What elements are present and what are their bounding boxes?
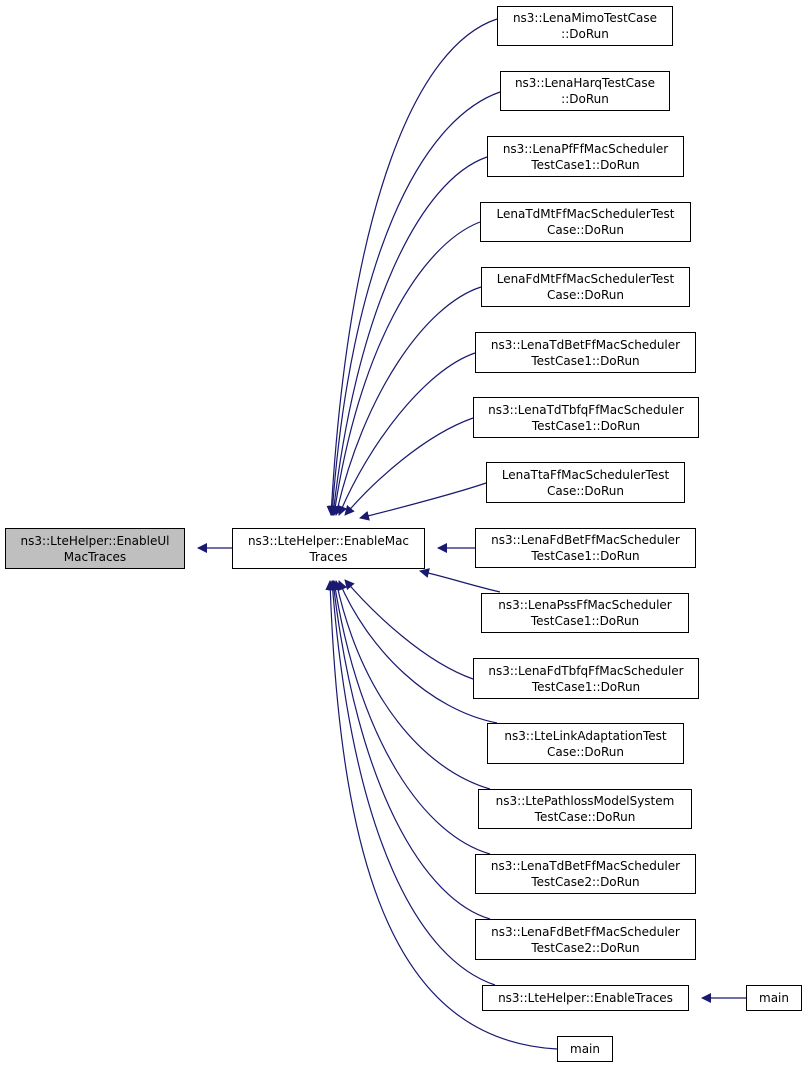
- edge-main-bottom-to-enable-mac: [325, 580, 558, 1050]
- edge-pathloss-to-enable-mac: [333, 580, 491, 790]
- node-lte-link-adaptation-test-line1: ns3::LteLinkAdaptationTest: [504, 728, 667, 743]
- edge-pss-to-enable-mac: [419, 568, 501, 593]
- node-lena-pss-scheduler-test1-line1: ns3::LenaPssFfMacScheduler: [498, 598, 672, 612]
- edge-tdtbfq-to-enable-mac: [344, 417, 474, 516]
- node-lena-harq-test-case[interactable]: ns3::LenaHarqTestCase ::DoRun: [500, 71, 670, 111]
- node-enable-ul-mac-traces-line1: ns3::LteHelper::EnableUl: [20, 533, 170, 548]
- node-lena-mimo-test-case-line2: ::DoRun: [561, 27, 609, 41]
- node-enable-mac-traces[interactable]: ns3::LteHelper::EnableMac Traces: [232, 528, 425, 569]
- node-lena-fd-bet-scheduler-test1-line2: TestCase1::DoRun: [531, 549, 640, 563]
- node-lena-pf-scheduler-test-line2: TestCase1::DoRun: [531, 157, 640, 172]
- node-lena-pf-scheduler-test[interactable]: ns3::LenaPfFfMacScheduler TestCase1::DoR…: [487, 136, 684, 177]
- node-lte-link-adaptation-test[interactable]: ns3::LteLinkAdaptationTest Case::DoRun: [487, 723, 684, 764]
- node-enable-ul-mac-traces: ns3::LteHelper::EnableUl MacTraces: [5, 528, 185, 569]
- edge-enable-traces-to-enable-mac: [327, 580, 496, 986]
- node-lena-fd-tbfq-scheduler-test1-line2: TestCase1::DoRun: [531, 679, 641, 694]
- node-lte-pathloss-model-system-test-line2: TestCase::DoRun: [534, 810, 636, 824]
- node-enable-traces-label: ns3::LteHelper::EnableTraces: [498, 991, 673, 1005]
- node-main-bottom-label: main: [570, 1042, 600, 1056]
- edge-pf-to-enable-mac: [329, 156, 488, 516]
- node-lena-harq-test-case-line1: ns3::LenaHarqTestCase: [514, 76, 656, 90]
- node-lena-mimo-test-case[interactable]: ns3::LenaMimoTestCase ::DoRun: [497, 6, 673, 46]
- edge-tdbet2-to-enable-mac: [330, 580, 491, 855]
- node-main-bottom[interactable]: main: [557, 1036, 613, 1062]
- node-lena-td-tbfq-scheduler-test1-line1: ns3::LenaTdTbfqFfMacScheduler: [488, 402, 684, 417]
- node-lena-td-bet-scheduler-test1-line2: TestCase1::DoRun: [531, 353, 640, 368]
- node-lena-fd-mt-scheduler-test-line2: Case::DoRun: [546, 288, 625, 302]
- edge-fdbet2-to-enable-mac: [329, 580, 491, 920]
- edge-mimo-to-enable-mac: [326, 18, 498, 516]
- node-lte-pathloss-model-system-test[interactable]: ns3::LtePathlossModelSystem TestCase::Do…: [478, 789, 692, 829]
- edge-linkadapt-to-enable-mac: [337, 580, 498, 724]
- node-lena-fd-tbfq-scheduler-test1[interactable]: ns3::LenaFdTbfqFfMacScheduler TestCase1:…: [473, 658, 699, 699]
- edge-fdtbfq-to-enable-mac: [344, 579, 474, 680]
- node-lena-pss-scheduler-test1[interactable]: ns3::LenaPssFfMacScheduler TestCase1::Do…: [481, 593, 689, 633]
- node-lena-td-mt-scheduler-test-line1: LenaTdMtFfMacSchedulerTest: [496, 207, 675, 221]
- node-lena-harq-test-case-line2: ::DoRun: [561, 92, 609, 106]
- node-lena-fd-bet-scheduler-test2[interactable]: ns3::LenaFdBetFfMacScheduler TestCase2::…: [475, 919, 696, 960]
- node-lena-td-tbfq-scheduler-test1[interactable]: ns3::LenaTdTbfqFfMacScheduler TestCase1:…: [473, 397, 699, 438]
- node-enable-ul-mac-traces-line2: MacTraces: [63, 549, 127, 564]
- edge-tta-to-enable-mac: [359, 482, 487, 521]
- node-lena-fd-tbfq-scheduler-test1-line1: ns3::LenaFdTbfqFfMacScheduler: [488, 663, 684, 678]
- node-lte-pathloss-model-system-test-line1: ns3::LtePathlossModelSystem: [495, 794, 675, 808]
- node-lena-td-bet-scheduler-test2[interactable]: ns3::LenaTdBetFfMacScheduler TestCase2::…: [475, 854, 696, 894]
- node-enable-mac-traces-line2: Traces: [309, 549, 348, 564]
- edge-harq-to-enable-mac: [327, 91, 501, 516]
- node-lena-fd-bet-scheduler-test2-line2: TestCase2::DoRun: [531, 940, 640, 955]
- node-lena-td-bet-scheduler-test1[interactable]: ns3::LenaTdBetFfMacScheduler TestCase1::…: [475, 332, 696, 373]
- node-lena-mimo-test-case-line1: ns3::LenaMimoTestCase: [512, 11, 658, 25]
- node-lena-td-bet-scheduler-test2-line1: ns3::LenaTdBetFfMacScheduler: [490, 859, 681, 873]
- node-enable-traces[interactable]: ns3::LteHelper::EnableTraces: [482, 985, 689, 1011]
- node-main-right-label: main: [759, 991, 789, 1005]
- node-lena-td-bet-scheduler-test2-line2: TestCase2::DoRun: [531, 875, 640, 889]
- node-lena-pss-scheduler-test1-line2: TestCase1::DoRun: [530, 614, 640, 628]
- node-lte-link-adaptation-test-line2: Case::DoRun: [546, 744, 625, 759]
- edge-fdmt-to-enable-mac: [333, 286, 482, 516]
- node-lena-tta-scheduler-test[interactable]: LenaTtaFfMacSchedulerTest Case::DoRun: [486, 462, 685, 503]
- node-lena-fd-bet-scheduler-test2-line1: ns3::LenaFdBetFfMacScheduler: [491, 924, 680, 939]
- node-lena-td-mt-scheduler-test[interactable]: LenaTdMtFfMacSchedulerTest Case::DoRun: [480, 202, 691, 242]
- node-lena-tta-scheduler-test-line2: Case::DoRun: [546, 483, 625, 498]
- node-lena-fd-bet-scheduler-test1-line1: ns3::LenaFdBetFfMacScheduler: [491, 533, 680, 547]
- node-main-right[interactable]: main: [746, 985, 802, 1011]
- node-lena-td-bet-scheduler-test1-line1: ns3::LenaTdBetFfMacScheduler: [490, 337, 681, 352]
- node-lena-td-tbfq-scheduler-test1-line2: TestCase1::DoRun: [531, 418, 641, 433]
- node-lena-tta-scheduler-test-line1: LenaTtaFfMacSchedulerTest: [501, 467, 670, 482]
- node-lena-fd-bet-scheduler-test1[interactable]: ns3::LenaFdBetFfMacScheduler TestCase1::…: [475, 528, 696, 568]
- edge-tdbet1-to-enable-mac: [337, 352, 476, 516]
- node-lena-fd-mt-scheduler-test[interactable]: LenaFdMtFfMacSchedulerTest Case::DoRun: [481, 267, 690, 307]
- node-lena-fd-mt-scheduler-test-line1: LenaFdMtFfMacSchedulerTest: [496, 272, 675, 286]
- node-enable-mac-traces-line1: ns3::LteHelper::EnableMac: [247, 533, 410, 548]
- node-lena-td-mt-scheduler-test-line2: Case::DoRun: [546, 223, 625, 237]
- edge-tdmt-to-enable-mac: [330, 221, 481, 516]
- node-lena-pf-scheduler-test-line1: ns3::LenaPfFfMacScheduler: [502, 141, 669, 156]
